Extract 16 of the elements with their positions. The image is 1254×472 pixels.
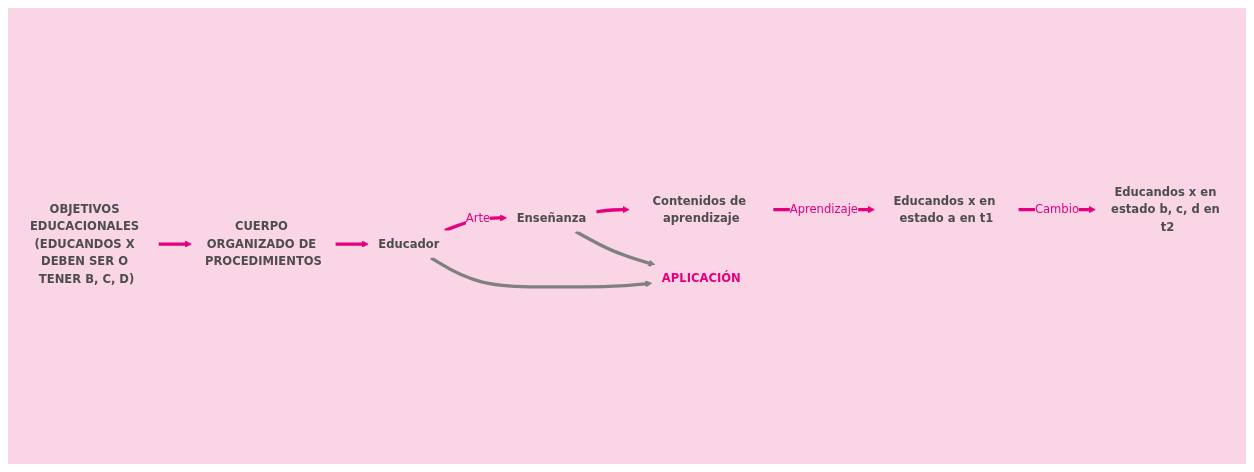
edge-label: Cambio xyxy=(1034,203,1079,217)
node-text: Contenidos de aprendizaje xyxy=(652,194,747,225)
node-text: CUERPO ORGANIZADO DE PROCEDIMIENTOS xyxy=(204,220,322,269)
node-text: Educador xyxy=(378,237,440,251)
node-text: Educandos x en estado a en t1 xyxy=(893,194,996,225)
node-text: Educandos x en estado b, c, d en t2 xyxy=(1111,185,1220,234)
edge-label: Arte xyxy=(465,211,491,225)
arrow xyxy=(158,240,192,249)
arrow xyxy=(430,256,653,289)
node-text: OBJETIVOS EDUCACIONALES (EDUCANDOS X DEBEN SER O TENER B, C, D) xyxy=(29,202,140,286)
node-text: APLICACIÓN xyxy=(661,272,741,286)
edge-label: Aprendizaje xyxy=(789,203,858,217)
arrow xyxy=(596,206,630,214)
arrow xyxy=(335,240,369,249)
arrow xyxy=(574,230,656,268)
node-text: Enseñanza xyxy=(516,211,587,225)
